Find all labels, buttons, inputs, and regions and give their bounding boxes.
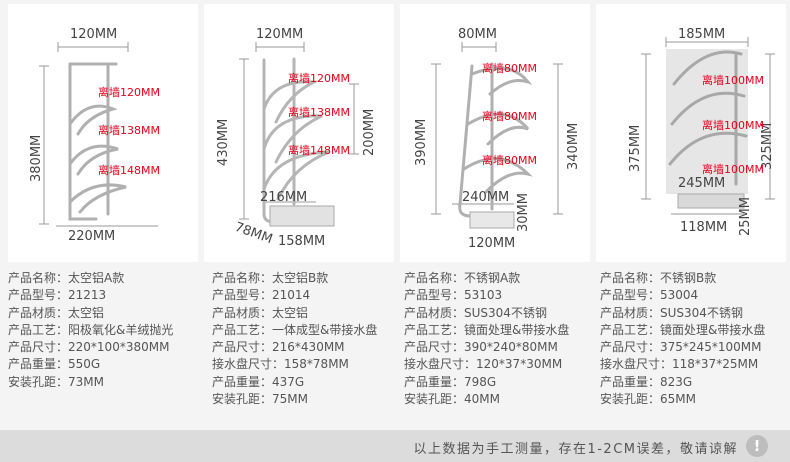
spec-row: 产品工艺：阳极氧化&羊绒抛光 <box>8 322 174 337</box>
spec-row: 产品尺寸：216*430MM <box>212 340 345 355</box>
spec-list-c: 产品名称：不锈钢A款 产品型号：53103 产品材质：SUS304不锈钢 产品工… <box>404 270 594 408</box>
wall-distance-label: 离墙148MM <box>98 164 160 177</box>
spec-row: 产品重量：823G <box>600 374 693 389</box>
spec-row: 产品尺寸：390*240*80MM <box>404 340 558 355</box>
dim-tray-height: 30MM <box>516 193 531 232</box>
spec-row: 产品型号：53004 <box>600 288 699 303</box>
spec-row: 产品工艺：镜面处理&带接水盘 <box>600 322 766 337</box>
rack-illustration <box>239 42 359 227</box>
rack-illustration <box>39 42 158 227</box>
wall-distance-label: 离墙148MM <box>288 144 350 157</box>
spec-row: 产品工艺：一体成型&带接水盘 <box>212 322 378 337</box>
exclamation-icon: ! <box>746 435 768 457</box>
spec-row: 产品尺寸：220*100*380MM <box>8 340 170 355</box>
spec-row: 安装孔距：40MM <box>404 392 500 407</box>
dim-tray-height: 25MM <box>738 197 753 236</box>
wall-distance-label: 离墙80MM <box>482 154 537 167</box>
wall-distance-label: 离墙100MM <box>702 74 764 87</box>
spec-row: 接水盘尺寸：118*37*25MM <box>600 357 759 372</box>
product-image-panel-a: 120MM 380MM 220MM 离墙120MM 离墙138MM 离墙148M… <box>8 4 198 262</box>
wall-distance-label: 离墙138MM <box>98 124 160 137</box>
dim-tray-length: 120MM <box>468 236 516 251</box>
spec-row: 产品工艺：镜面处理&带接水盘 <box>404 322 570 337</box>
dim-top: 80MM <box>458 27 497 42</box>
measurement-note: 以上数据为手工测量，存在1-2CM误差，敬请谅解 <box>413 442 738 457</box>
footer-bar: 以上数据为手工测量，存在1-2CM误差，敬请谅解 ! <box>0 430 790 462</box>
product-image-panel-d: 185MM 375MM 325MM 245MM 118MM 25MM 离墙100… <box>596 4 786 262</box>
dim-tray-length: 118MM <box>680 220 728 235</box>
dim-depth: 240MM <box>462 190 510 205</box>
wall-distance-label: 离墙100MM <box>702 163 764 176</box>
spec-row: 产品名称：太空铝A款 <box>8 271 125 285</box>
spec-list-b: 产品名称：太空铝B款 产品型号：21014 产品材质：太空铝 产品工艺：一体成型… <box>212 270 402 408</box>
wall-distance-label: 离墙80MM <box>482 110 537 123</box>
spec-row: 接水盘尺寸：158*78MM <box>212 357 349 372</box>
rack-illustration <box>431 42 563 229</box>
spec-row: 产品重量：437G <box>212 374 305 389</box>
dim-tray-length: 158MM <box>278 234 326 249</box>
spec-row: 安装孔距：73MM <box>8 374 104 389</box>
wall-distance-label: 离墙120MM <box>98 86 160 99</box>
spec-row: 产品材质：SUS304不锈钢 <box>404 305 547 320</box>
spec-row: 产品材质：太空铝 <box>8 305 105 320</box>
dim-top: 120MM <box>256 27 304 42</box>
dim-height: 380MM <box>29 134 44 182</box>
spec-row: 产品名称：不锈钢B款 <box>600 271 717 285</box>
dim-span: 200MM <box>362 108 377 156</box>
dim-span: 340MM <box>566 122 581 170</box>
dim-depth: 216MM <box>260 190 308 205</box>
spec-row: 产品型号：53103 <box>404 288 503 303</box>
dim-depth: 245MM <box>678 176 726 191</box>
product-image-panel-c: 80MM 390MM 340MM 240MM 30MM 120MM 离墙80MM… <box>400 4 590 262</box>
dim-top: 120MM <box>70 27 118 42</box>
spec-row: 产品重量：550G <box>8 357 101 372</box>
dim-top: 185MM <box>678 27 726 42</box>
spec-row: 产品名称：太空铝B款 <box>212 271 329 285</box>
spec-row: 产品材质：太空铝 <box>212 305 309 320</box>
dim-bottom: 220MM <box>68 229 116 244</box>
rack-illustration <box>641 37 775 215</box>
spec-row: 产品尺寸：375*245*100MM <box>600 340 762 355</box>
dim-height: 390MM <box>414 118 429 166</box>
wall-distance-label: 离墙138MM <box>288 106 350 119</box>
spec-row: 产品材质：SUS304不锈钢 <box>600 305 743 320</box>
spec-row: 安装孔距：65MM <box>600 392 696 407</box>
dim-height: 430MM <box>216 118 231 166</box>
dim-height: 375MM <box>628 124 643 172</box>
spec-row: 产品型号：21213 <box>8 288 107 303</box>
spec-row: 产品型号：21014 <box>212 288 311 303</box>
spec-row: 产品重量：798G <box>404 374 497 389</box>
spec-list-a: 产品名称：太空铝A款 产品型号：21213 产品材质：太空铝 产品工艺：阳极氧化… <box>8 270 198 391</box>
spec-row: 安装孔距：75MM <box>212 392 308 407</box>
wall-distance-label: 离墙100MM <box>702 119 764 132</box>
product-image-panel-b: 120MM 430MM 200MM 216MM 78MM 158MM 离墙120… <box>204 4 394 262</box>
spec-list-d: 产品名称：不锈钢B款 产品型号：53004 产品材质：SUS304不锈钢 产品工… <box>600 270 790 408</box>
wall-distance-label: 离墙120MM <box>288 72 350 85</box>
spec-row: 接水盘尺寸：120*37*30MM <box>404 357 563 372</box>
spec-row: 产品名称：不锈钢A款 <box>404 271 521 285</box>
wall-distance-label: 离墙80MM <box>482 62 537 75</box>
